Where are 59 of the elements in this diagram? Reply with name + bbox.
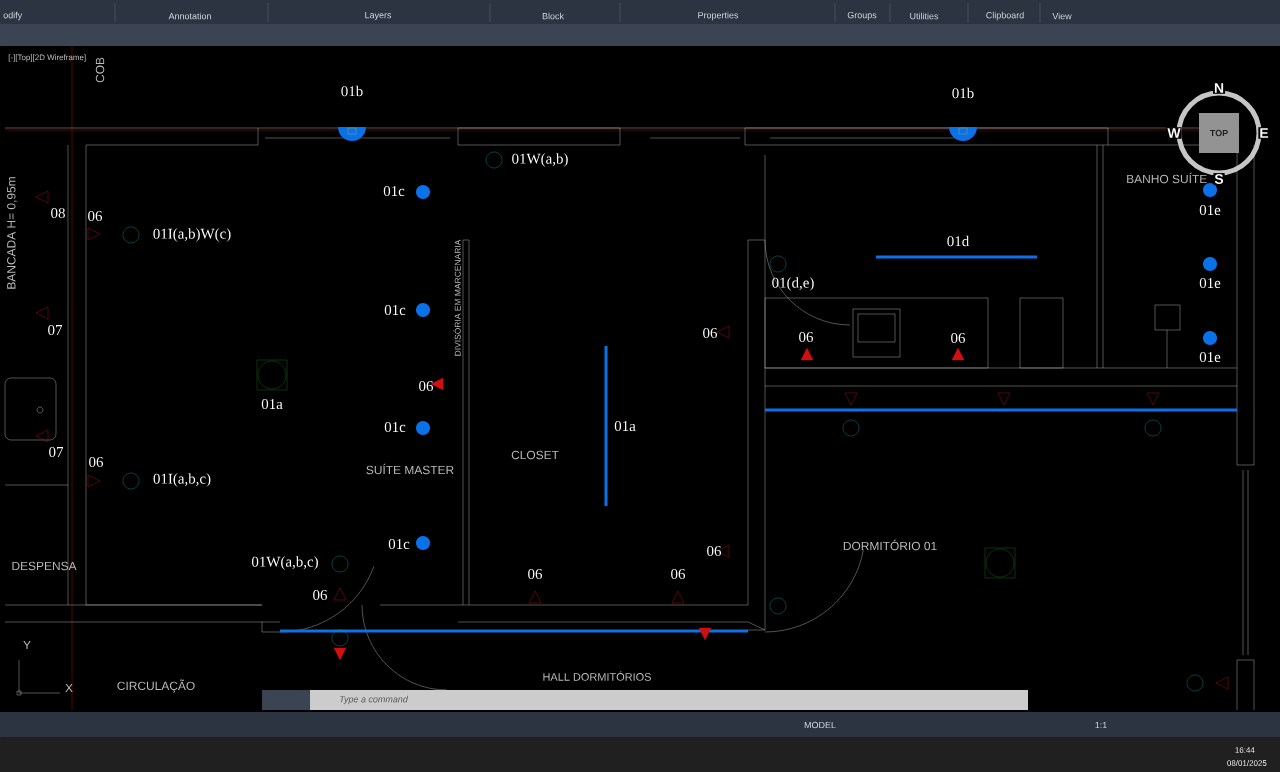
command-prompt: Type a command [340, 695, 409, 705]
room-label: BANCADA H= 0,95m [7, 177, 17, 289]
symbol-label: 01b [341, 85, 363, 97]
symbol-label: 01e [1199, 351, 1221, 363]
compass-letter: W [1166, 127, 1182, 139]
symbol-label: 01e [1199, 204, 1221, 216]
symbol-label: 06 [89, 456, 104, 468]
symbol-label: 01e [1199, 277, 1221, 289]
symbol-label: 01a [614, 420, 636, 432]
symbol-label: 07 [48, 324, 63, 336]
symbol-label: 01c [384, 304, 406, 316]
ribbon-label: Block [542, 12, 564, 20]
view-cube-label: TOP [1209, 129, 1228, 137]
symbol-label: 06 [528, 568, 543, 580]
symbol-label: 06 [799, 331, 814, 343]
symbol-label: 06 [951, 332, 966, 344]
symbol-label: 01d [947, 235, 969, 247]
symbol-label: 06 [419, 380, 434, 392]
symbol-label: 07 [49, 446, 64, 458]
compass-letter: S [1213, 173, 1225, 185]
room-label: DORMITÓRIO 01 [843, 539, 937, 551]
room-label: Y [23, 640, 31, 650]
room-label: DESPENSA [12, 561, 77, 571]
ribbon-label: Layers [365, 12, 392, 20]
symbol-label: 01a [261, 398, 283, 410]
status-label: MODEL [804, 721, 836, 729]
compass-letter: E [1258, 127, 1270, 139]
room-label: COB [95, 57, 105, 83]
room-label: BANHO SUÍTE [1127, 172, 1207, 184]
room-label: X [65, 683, 73, 693]
ribbon-label: Properties [698, 11, 739, 21]
room-label: DIVISÓRIA EM MARCENARIA [452, 238, 462, 358]
ribbon-label: Utilities [910, 12, 939, 20]
room-label: SUÍTE MASTER [366, 463, 454, 475]
compass-letter: N [1212, 82, 1226, 94]
ribbon-label: Annotation [168, 12, 211, 20]
symbol-label: 01I(a,b,c) [153, 473, 211, 487]
ribbon-label: Groups [847, 11, 877, 21]
room-label: CLOSET [511, 450, 559, 460]
symbol-label: 01W(a,b) [512, 153, 568, 167]
symbol-label: 06 [313, 589, 328, 601]
ribbon-label: odify [3, 11, 23, 21]
symbol-label: 01c [383, 185, 405, 197]
symbol-label: 08 [51, 207, 65, 219]
symbol-label: 01I(a,b)W(c) [153, 228, 231, 242]
ribbon-label: Clipboard [986, 11, 1024, 21]
symbol-label: 01c [384, 421, 406, 433]
symbol-label: 06 [703, 327, 718, 339]
symbol-label: 01c [388, 538, 410, 550]
ribbon-label: View [1052, 12, 1072, 20]
symbol-label: 06 [88, 210, 103, 222]
room-label: HALL DORMITÓRIOS [541, 670, 653, 682]
symbol-label: 01(d,e) [772, 277, 814, 291]
status-label: 1:1 [1095, 721, 1107, 729]
symbol-label: 06 [707, 545, 722, 557]
symbol-label: 01b [952, 87, 974, 99]
symbol-label: 06 [671, 568, 686, 580]
room-label: CIRCULAÇÃO [117, 679, 195, 693]
symbol-label: 01W(a,b,c) [251, 556, 318, 570]
